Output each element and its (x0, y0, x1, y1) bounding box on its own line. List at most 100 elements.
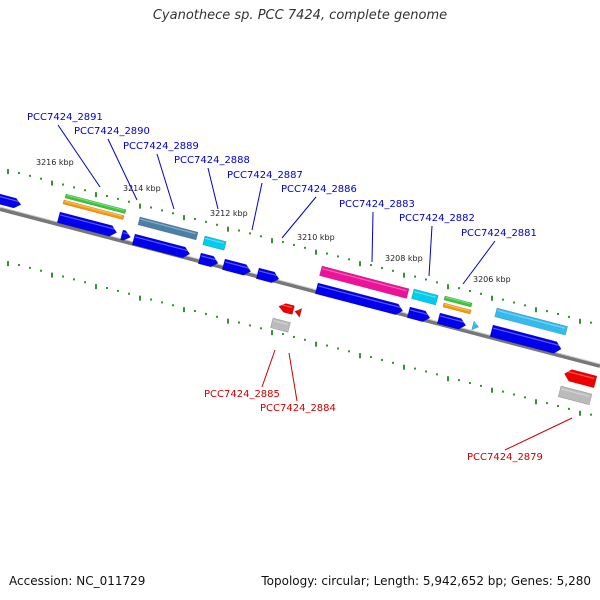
cds-arrow-body (489, 324, 562, 354)
cds-arrow-small-shine (474, 322, 478, 325)
reverse-feature-grey (557, 385, 593, 406)
gene-feature-skyblue-shine (497, 309, 566, 329)
gene-label-top[interactable]: PCC7424_2882 (399, 213, 475, 224)
map-title: Cyanothece sp. PCC 7424, complete genome (152, 8, 448, 23)
gene-feature-green-body (443, 295, 473, 308)
gene-label-bottom[interactable]: PCC7424_2885 (204, 389, 280, 400)
label-leaders (57, 124, 573, 451)
cds-arrow-body (120, 229, 131, 241)
label-leader-line (107, 138, 138, 201)
gene-feature-steelblue (137, 216, 199, 241)
gene-feature-pink-shine (322, 268, 407, 292)
cds-arrow-shine (493, 327, 561, 347)
cds-arrow (221, 258, 252, 276)
gene-feature-cyan (202, 235, 227, 251)
reverse-feature-grey-shine (273, 320, 288, 326)
cds-arrow (0, 192, 22, 209)
label-leader-line (156, 153, 175, 210)
label-leader-line (281, 196, 317, 239)
cds-arrow-shine (0, 195, 20, 203)
gene-feature-steelblue-body (137, 216, 199, 241)
accession-text: Accession: NC_011729 (9, 574, 146, 588)
scale-label: 3212 kbp (210, 209, 248, 218)
genome-summary-text: Topology: circular; Length: 5,942,652 bp… (261, 574, 591, 588)
label-leader-line (57, 124, 101, 188)
cds-arrow (120, 229, 131, 241)
cds-arrow-shine (135, 236, 189, 252)
reverse-feature-grey-body (557, 385, 593, 406)
cds-arrow (489, 324, 562, 354)
cds-arrow-shine (440, 315, 465, 323)
cds-arrow-body (56, 211, 118, 237)
gene-feature-green (443, 295, 473, 308)
cds-arrow (314, 282, 404, 315)
gene-feature-green-shine (66, 194, 124, 211)
reverse-arrow-small-body (294, 308, 303, 318)
gene-label-top[interactable]: PCC7424_2883 (339, 199, 415, 210)
cds-arrow-small-body (471, 320, 480, 331)
cds-arrow-body (0, 192, 22, 209)
cds-arrow-body (406, 306, 431, 323)
cds-arrow-small (471, 320, 480, 331)
cds-arrow-body (197, 252, 219, 268)
cds-arrow-body (436, 312, 467, 330)
cds-arrow-body (255, 267, 280, 284)
gene-feature-pink (319, 265, 410, 299)
gene-feature-orange-shine (64, 200, 122, 217)
label-leader-line (288, 352, 298, 402)
cds-arrow-shine (410, 309, 429, 316)
gene-label-top[interactable]: PCC7424_2888 (174, 155, 250, 166)
cds-arrow-shine (259, 270, 278, 277)
gene-label-top[interactable]: PCC7424_2889 (123, 141, 199, 152)
gene-feature-green-shine (445, 296, 471, 305)
gene-feature-skyblue-body (494, 307, 568, 336)
gene-feature-green-body (64, 193, 127, 214)
scale-label: 3208 kbp (385, 254, 423, 263)
gene-feature-pink-body (319, 265, 410, 299)
scale-label: 3206 kbp (473, 275, 511, 284)
cds-arrow (436, 312, 467, 330)
scale-label: 3210 kbp (297, 233, 335, 242)
cds-arrow-shine (318, 285, 402, 309)
reverse-arrow-shine (566, 370, 595, 380)
gene-label-bottom[interactable]: PCC7424_2879 (467, 452, 543, 463)
gene-feature-cyan (411, 288, 439, 306)
cds-arrow-shine (123, 232, 130, 235)
gene-label-top[interactable]: PCC7424_2881 (461, 228, 537, 239)
label-leader-line (462, 240, 496, 285)
ruler-ticks (7, 169, 592, 416)
gene-feature-cyan-shine (414, 291, 436, 298)
reverse-arrow (564, 369, 598, 389)
reverse-arrow-body (564, 369, 598, 389)
cds-arrow (131, 233, 191, 259)
scale-label: 3214 kbp (123, 184, 161, 193)
cds-arrow (255, 267, 280, 284)
gene-feature-steelblue-shine (140, 218, 196, 235)
gene-feature-orange-body (62, 199, 125, 220)
gene-label-top[interactable]: PCC7424_2891 (27, 112, 103, 123)
cds-arrow-body (314, 282, 404, 315)
reverse-feature-grey-body (270, 317, 291, 333)
gene-feature-orange-shine (444, 303, 470, 312)
reverse-arrow-shine (280, 303, 293, 309)
gene-label-top[interactable]: PCC7424_2890 (74, 126, 150, 137)
gene-label-top[interactable]: PCC7424_2886 (281, 184, 357, 195)
gene-feature-cyan-shine (205, 237, 224, 244)
cds-arrow-shine (60, 214, 116, 230)
reverse-arrow-small (294, 308, 303, 318)
gene-feature-skyblue (494, 307, 568, 336)
cds-arrow-body (131, 233, 191, 259)
label-leader-line (251, 182, 263, 231)
gene-feature-orange (442, 302, 472, 315)
gene-label-bottom[interactable]: PCC7424_2884 (260, 403, 336, 414)
gene-label-top[interactable]: PCC7424_2887 (227, 170, 303, 181)
label-leader-line (504, 417, 573, 451)
cds-arrow (56, 211, 118, 237)
gene-feature-green (64, 193, 127, 214)
gene-feature-cyan-body (202, 235, 227, 251)
scale-label: 3216 kbp (36, 158, 74, 167)
cds-arrow (197, 252, 219, 268)
genome-backbone (0, 207, 600, 368)
gene-feature-orange (62, 199, 125, 220)
reverse-arrow-body (278, 303, 295, 315)
